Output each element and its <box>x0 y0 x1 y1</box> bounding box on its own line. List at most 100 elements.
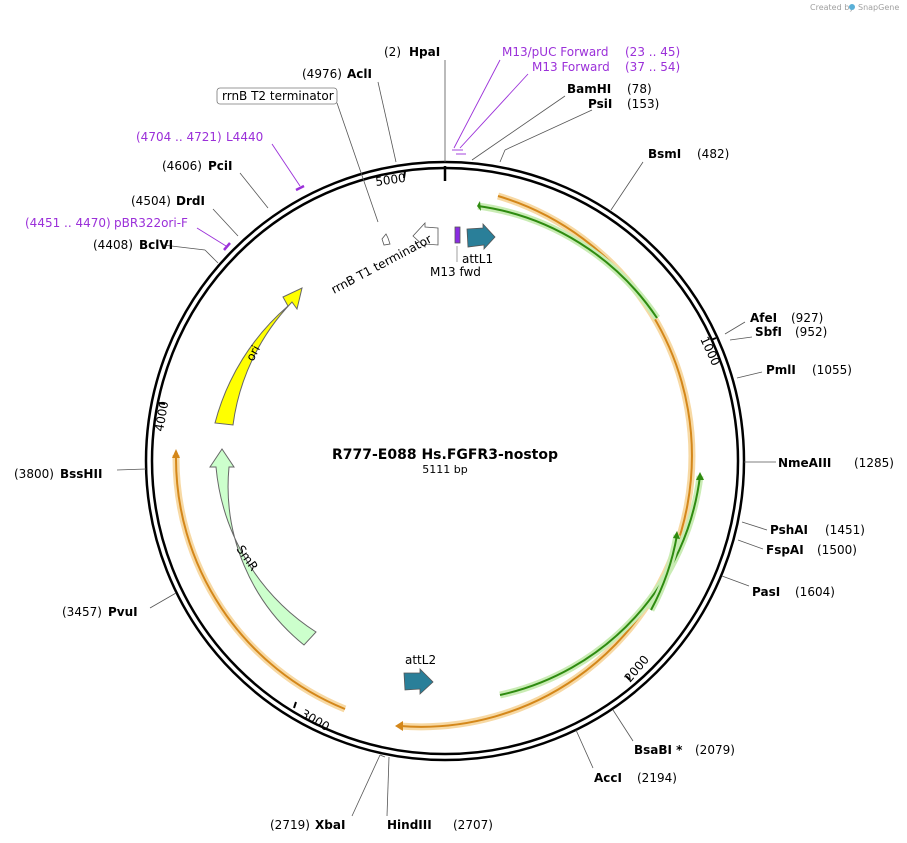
enzyme-name-psii: PsiI <box>588 97 612 111</box>
enzyme-pos-pshai: (1451) <box>825 523 865 537</box>
green-top-line <box>477 205 658 319</box>
green-inner-glow <box>647 534 681 612</box>
green-top-arrowhead <box>477 201 481 211</box>
leader-pasi <box>721 575 750 587</box>
attl2-label: attL2 <box>405 653 436 667</box>
smr-label: SmR <box>234 543 261 574</box>
rrnb-t1-arrow <box>412 221 439 248</box>
leader-xbai-b <box>379 754 386 758</box>
credit-text: Created by <box>810 3 854 12</box>
enzyme-pos-pvui: (3457) <box>62 605 102 619</box>
enzyme-pos-acci: (2194) <box>637 771 677 785</box>
enzyme-name-bsabi: BsaBI * <box>634 743 683 757</box>
leader-l4440 <box>271 143 301 187</box>
enzyme-pos-psii: (153) <box>627 97 659 111</box>
smr-arrow <box>209 448 317 646</box>
primer-pos-l4440: (4704 .. 4721) <box>136 130 222 144</box>
plasmid-name: R777-E088 Hs.FGFR3-nostop <box>332 447 558 463</box>
attl2-arrow <box>403 668 434 695</box>
enzyme-name-sbfi: SbfI <box>755 325 782 339</box>
ruler-tick-1000 <box>710 337 717 341</box>
enzyme-pos-bsshii: (3800) <box>14 467 54 481</box>
enzyme-name-fspai: FspAI <box>766 543 804 557</box>
leader-bclvi-b <box>204 249 219 264</box>
leader-pvui <box>149 592 177 609</box>
enzyme-pos-pcii: (4606) <box>162 159 202 173</box>
enzyme-name-drdi: DrdI <box>176 194 205 208</box>
leader-m13puc <box>453 59 501 149</box>
primer-leaders <box>196 59 529 251</box>
green-feature-right <box>499 472 704 699</box>
primer-mark-l4440 <box>295 184 305 192</box>
leader-pshai <box>741 521 768 531</box>
enzyme-leaders <box>116 60 776 817</box>
ori-label: ori <box>243 343 263 363</box>
enzyme-name-pmli: PmlI <box>766 363 796 377</box>
primer-pos-m13puc: (23 .. 45) <box>625 45 680 59</box>
m13-fwd-marker <box>454 226 461 244</box>
primer-pos-pbr322: (4451 .. 4470) <box>25 216 111 230</box>
ruler-tick-2000 <box>625 675 631 681</box>
enzyme-name-bsmi: BsmI <box>648 147 681 161</box>
enzyme-name-pcii: PciI <box>208 159 233 173</box>
snapgene-logo-icon <box>849 4 855 10</box>
leader-bsabi <box>612 709 634 742</box>
leader-pcii <box>239 172 269 209</box>
enzyme-pos-afei: (927) <box>791 311 823 325</box>
green-inner-arrowhead <box>673 531 680 539</box>
enzyme-pos-acli: (4976) <box>302 67 342 81</box>
leader-pbr322 <box>196 227 227 247</box>
leader-bsshii <box>116 468 147 471</box>
enzyme-pos-bsabi: (2079) <box>695 743 735 757</box>
orf-arrowhead <box>395 721 403 731</box>
leader-xbai-a <box>351 754 381 817</box>
green-inner-line <box>650 534 678 611</box>
leader-bamhi <box>471 95 566 161</box>
ruler-label-4000: 4000 <box>152 400 171 433</box>
enzyme-name-pshai: PshAI <box>770 523 808 537</box>
ruler-label-5000: 5000 <box>374 171 406 189</box>
orf-left-arrowhead <box>172 449 180 458</box>
enzyme-name-hindiii: HindIII <box>387 818 432 832</box>
green-top-glow <box>477 202 660 320</box>
leader-fspai <box>737 539 764 550</box>
rrnb-t2-label-box <box>216 87 338 105</box>
enzyme-name-bamhi: BamHI <box>567 82 611 96</box>
leader-sbfi <box>729 336 753 341</box>
attl1-label: attL1 <box>462 252 493 266</box>
enzyme-pos-xbai: (2719) <box>270 818 310 832</box>
enzyme-pos-pmli: (1055) <box>812 363 852 377</box>
leader-acci <box>575 729 594 769</box>
leader-psii-b <box>499 149 506 163</box>
enzyme-name-acci: AccI <box>594 771 622 785</box>
enzyme-name-bsshii: BssHII <box>60 467 102 481</box>
leader-pmli <box>736 371 763 379</box>
enzyme-name-pvui: PvuI <box>108 605 138 619</box>
leader-hindiii <box>386 756 390 817</box>
enzyme-pos-pasi: (1604) <box>795 585 835 599</box>
enzyme-name-nmeaiii: NmeAIII <box>778 456 831 470</box>
green-feature-inner <box>647 531 681 612</box>
enzyme-name-hpai: HpaI <box>409 45 440 59</box>
enzyme-pos-hpai: (2) <box>384 45 401 59</box>
leader-acli <box>377 81 397 163</box>
enzyme-name-bclvi: BclVI <box>139 238 173 252</box>
orf-left-arc <box>172 449 347 713</box>
enzyme-name-pasi: PasI <box>752 585 780 599</box>
primer-name-m13puc: M13/pUC Forward <box>502 45 609 59</box>
enzyme-name-acli: AclI <box>347 67 372 81</box>
plasmid-length: 5111 bp <box>422 463 467 476</box>
leader-drdi <box>212 208 239 237</box>
enzyme-pos-drdi: (4504) <box>131 194 171 208</box>
rrnb-t1-label: rrnB T1 terminator <box>329 232 434 297</box>
leader-bsmi <box>610 161 644 211</box>
rrnb-t2-arrow <box>381 233 391 246</box>
green-right-line <box>499 475 701 696</box>
ruler-tick-3000 <box>293 701 297 709</box>
primer-pos-m13: (37 .. 54) <box>625 60 680 74</box>
credit-brand: SnapGene <box>858 3 899 12</box>
green-right-arrowhead <box>696 472 704 480</box>
ruler-tick-4000 <box>158 402 166 405</box>
enzyme-pos-nmeaiii: (1285) <box>854 456 894 470</box>
